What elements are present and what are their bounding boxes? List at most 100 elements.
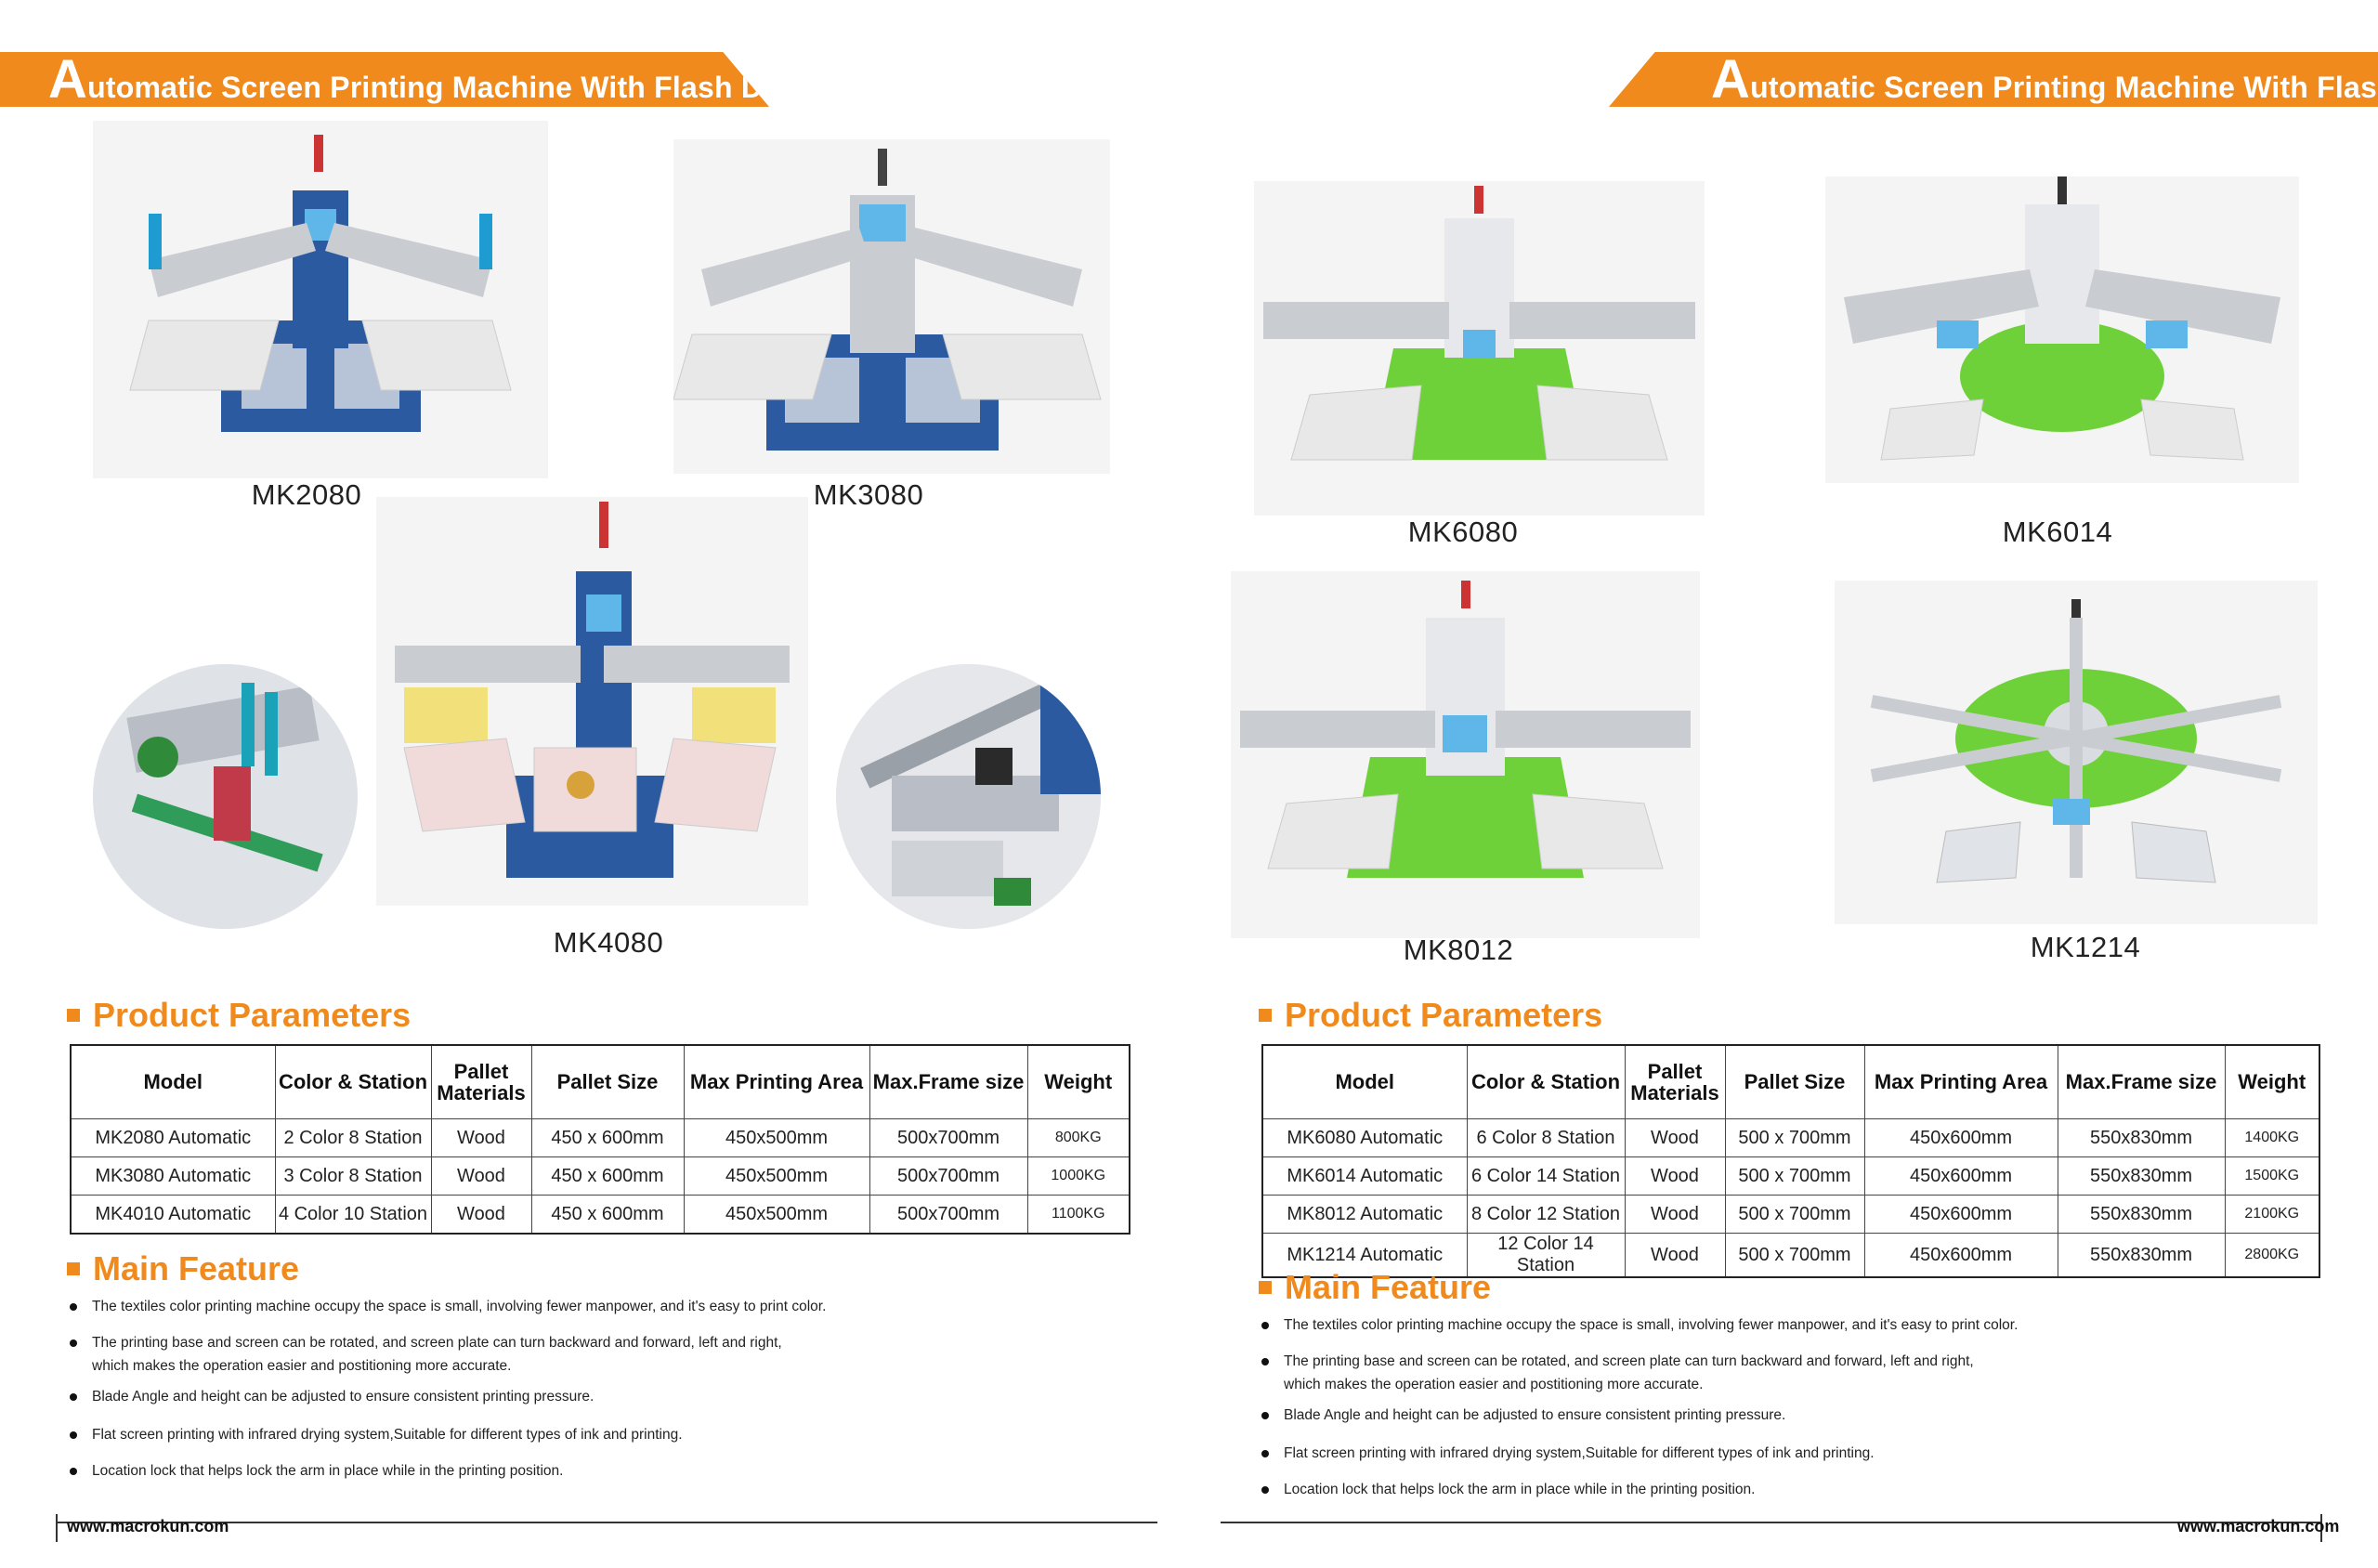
table-row: MK8012 Automatic 8 Color 12 Station Wood… [1261, 1195, 2320, 1234]
cell-pallet-size: 450 x 600mm [530, 1118, 685, 1157]
detail-illustration [836, 664, 1101, 929]
cell-pallet-materials: Wood [1624, 1118, 1726, 1157]
detail-image-rail [836, 664, 1101, 929]
col-header-weight: Weight [2224, 1044, 2320, 1119]
cell-max-frame-size: 550x830mm [2057, 1118, 2226, 1157]
cell-max-frame-size: 550x830mm [2057, 1156, 2226, 1196]
footer-rule [56, 1522, 1157, 1523]
cell-max-frame-size: 550x830mm [2057, 1195, 2226, 1234]
footer-url[interactable]: www.macrokun.com [67, 1517, 229, 1535]
cell-color-station: 6 Color 8 Station [1466, 1118, 1626, 1157]
machine-illustration-green [1231, 571, 1700, 938]
table-row: MK2080 Automatic 2 Color 8 Station Wood … [70, 1118, 1130, 1157]
machine-image-mk1214 [1835, 581, 2318, 924]
footer-tick [2320, 1514, 2322, 1542]
col-header-weight: Weight [1026, 1044, 1130, 1119]
right-main-feature-header: Main Feature [1259, 1268, 1491, 1307]
cell-weight: 800KG [1026, 1118, 1130, 1157]
cell-max-printing-area: 450x500mm [683, 1156, 870, 1196]
machine-image-mk6080 [1254, 181, 1705, 516]
cell-pallet-size: 500 x 700mm [1724, 1156, 1865, 1196]
machine-image-mk2080 [93, 121, 548, 478]
banner-title: Automatic Screen Printing Machine With F… [48, 49, 820, 110]
machine-illustration-green [1254, 181, 1705, 516]
cell-pallet-materials: Wood [1624, 1195, 1726, 1234]
section-bullet-icon [1259, 1281, 1272, 1294]
left-product-parameters-header: Product Parameters [67, 996, 411, 1035]
caption-mk2080: MK2080 [251, 478, 362, 511]
col-header-max-printing-area: Max Printing Area [1863, 1044, 2058, 1119]
feature-item: The printing base and screen can be rota… [1261, 1350, 2330, 1373]
left-main-feature-header: Main Feature [67, 1249, 299, 1288]
cell-max-frame-size: 500x700mm [869, 1195, 1028, 1235]
caption-mk8012: MK8012 [1403, 934, 1514, 966]
cell-max-printing-area: 450x600mm [1863, 1118, 2058, 1157]
col-header-max-frame-size: Max.Frame size [2057, 1044, 2226, 1119]
cell-pallet-size: 500 x 700mm [1724, 1233, 1865, 1278]
machine-illustration-blue [93, 121, 548, 478]
col-header-max-printing-area: Max Printing Area [683, 1044, 870, 1119]
cell-color-station: 8 Color 12 Station [1466, 1195, 1626, 1234]
table-header-row: Model Color & Station Pallet Materials P… [1261, 1044, 2320, 1119]
machine-image-mk4080 [376, 497, 808, 906]
feature-item: Flat screen printing with infrared dryin… [1261, 1442, 2330, 1465]
table-row: MK1214 Automatic 12 Color 14 Station Woo… [1261, 1233, 2320, 1278]
col-header-model: Model [1261, 1044, 1468, 1119]
cell-max-printing-area: 450x500mm [683, 1118, 870, 1157]
feature-item: The textiles color printing machine occu… [1261, 1313, 2330, 1337]
col-header-pallet-materials: Pallet Materials [1624, 1044, 1726, 1119]
cell-color-station: 2 Color 8 Station [274, 1118, 432, 1157]
caption-mk6014: MK6014 [2002, 516, 2113, 548]
machine-image-mk6014 [1825, 176, 2299, 483]
banner-title: Automatic Screen Printing Machine With F… [1711, 49, 2378, 110]
col-header-color-station: Color & Station [1466, 1044, 1626, 1119]
machine-illustration-green [1835, 581, 2318, 924]
cell-max-printing-area: 450x600mm [1863, 1195, 2058, 1234]
section-title: Main Feature [93, 1249, 300, 1287]
feature-item-continuation: which makes the operation easier and pos… [1284, 1377, 1704, 1392]
feature-item: The textiles color printing machine occu… [70, 1295, 1138, 1318]
right-parameters-table: Model Color & Station Pallet Materials P… [1261, 1044, 2320, 1278]
col-header-model: Model [70, 1044, 276, 1119]
detail-image-squeegee [93, 664, 358, 929]
machine-illustration-blue [673, 139, 1110, 474]
right-banner: Automatic Screen Printing Machine With F… [1609, 52, 2378, 107]
caption-mk1214: MK1214 [2030, 931, 2141, 963]
cell-model: MK4010 Automatic [70, 1195, 276, 1235]
section-title: Main Feature [1285, 1268, 1492, 1306]
caption-mk6080: MK6080 [1407, 516, 1519, 548]
left-banner: Automatic Screen Printing Machine With F… [0, 52, 769, 107]
feature-item: Blade Angle and height can be adjusted t… [1261, 1404, 2330, 1427]
col-header-pallet-size: Pallet Size [1724, 1044, 1865, 1119]
machine-illustration-green [1825, 176, 2299, 483]
section-title: Product Parameters [93, 996, 412, 1034]
col-header-pallet-size: Pallet Size [530, 1044, 685, 1119]
right-page: Automatic Screen Printing Machine With F… [1189, 0, 2378, 1568]
cell-max-frame-size: 500x700mm [869, 1118, 1028, 1157]
caption-mk3080: MK3080 [813, 478, 924, 511]
right-feature-list: The textiles color printing machine occu… [1261, 1313, 2330, 1501]
caption-mk4080: MK4080 [553, 926, 664, 959]
cell-weight: 2800KG [2224, 1233, 2320, 1278]
cell-pallet-materials: Wood [430, 1195, 532, 1235]
col-header-color-station: Color & Station [274, 1044, 432, 1119]
cell-model: MK6080 Automatic [1261, 1118, 1468, 1157]
feature-item-continuation: which makes the operation easier and pos… [92, 1358, 512, 1374]
cell-pallet-materials: Wood [1624, 1233, 1726, 1278]
cell-pallet-size: 500 x 700mm [1724, 1118, 1865, 1157]
machine-illustration-blue [376, 497, 808, 906]
table-row: MK6014 Automatic 6 Color 14 Station Wood… [1261, 1156, 2320, 1196]
cell-pallet-size: 450 x 600mm [530, 1195, 685, 1235]
cell-pallet-materials: Wood [1624, 1156, 1726, 1196]
cell-model: MK8012 Automatic [1261, 1195, 1468, 1234]
footer-url[interactable]: www.macrokun.com [2177, 1517, 2340, 1535]
cell-weight: 1500KG [2224, 1156, 2320, 1196]
footer-rule [1221, 1522, 2322, 1523]
cell-max-frame-size: 550x830mm [2057, 1233, 2226, 1278]
cell-max-frame-size: 500x700mm [869, 1156, 1028, 1196]
feature-item: Flat screen printing with infrared dryin… [70, 1423, 1138, 1446]
cell-pallet-materials: Wood [430, 1118, 532, 1157]
right-product-parameters-header: Product Parameters [1259, 996, 1602, 1035]
cell-color-station: 6 Color 14 Station [1466, 1156, 1626, 1196]
table-header-row: Model Color & Station Pallet Materials P… [70, 1044, 1130, 1119]
